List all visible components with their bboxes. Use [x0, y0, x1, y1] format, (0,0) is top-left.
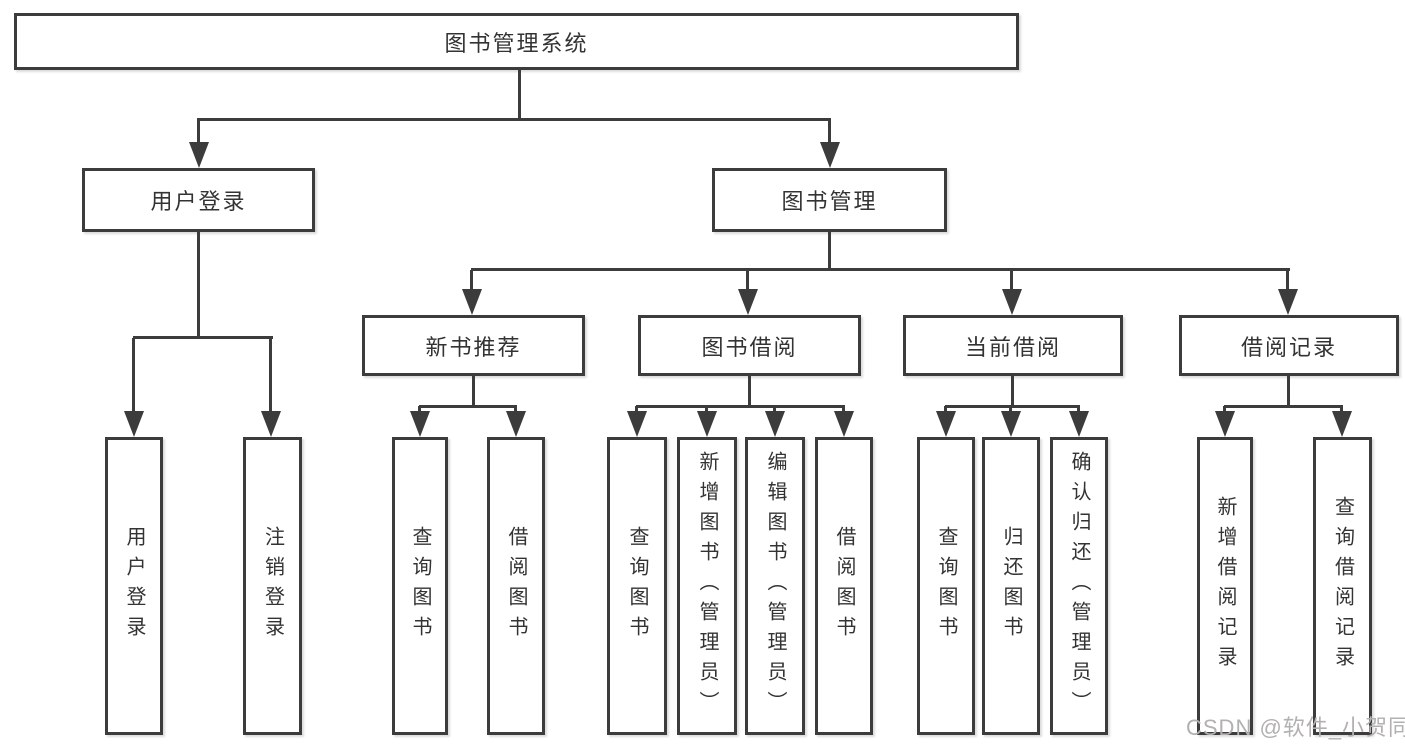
- arrow-down-icon: [462, 289, 482, 315]
- leaf-label: 确认归还（管理员）: [1068, 451, 1090, 721]
- node-current-borrowing: 当前借阅: [903, 315, 1123, 376]
- arrow-down-icon: [189, 142, 209, 168]
- leaf-borrow-books-borrowing: 借阅图书: [815, 437, 873, 735]
- leaf-label: 查询图书: [935, 526, 957, 646]
- connector-line: [471, 268, 1290, 271]
- connector-line: [1011, 376, 1014, 407]
- connector-line: [1287, 376, 1290, 407]
- connector-line: [197, 232, 200, 338]
- node-new-book-recommendation: 新书推荐: [362, 315, 585, 376]
- connector-line: [828, 232, 831, 270]
- leaf-logout-login: 注销登录: [243, 437, 302, 735]
- connector-line: [944, 406, 947, 412]
- arrow-down-icon: [261, 411, 281, 437]
- connector-line: [472, 376, 475, 407]
- arrow-down-icon: [124, 411, 144, 437]
- arrow-down-icon: [834, 411, 854, 437]
- leaf-label: 借阅图书: [505, 526, 527, 646]
- connector-line: [518, 70, 521, 120]
- connector-line: [842, 406, 845, 412]
- connector-line: [418, 406, 421, 412]
- arrow-down-icon: [627, 411, 647, 437]
- connector-line: [470, 270, 473, 291]
- node-book-management: 图书管理: [712, 168, 947, 232]
- arrow-down-icon: [1332, 411, 1352, 437]
- leaf-user-login: 用户登录: [105, 437, 163, 735]
- leaf-return-books: 归还图书: [982, 437, 1040, 735]
- leaf-label: 查询图书: [626, 526, 648, 646]
- leaf-edit-books-admin: 编辑图书（管理员）: [745, 437, 805, 735]
- connector-line: [828, 120, 831, 144]
- arrow-down-icon: [765, 411, 785, 437]
- connector-line: [419, 405, 517, 408]
- connector-line: [705, 406, 708, 412]
- leaf-label: 用户登录: [123, 526, 145, 646]
- leaf-label: 借阅图书: [833, 526, 855, 646]
- leaf-label: 查询借阅记录: [1331, 496, 1354, 676]
- arrow-down-icon: [1001, 411, 1021, 437]
- arrow-down-icon: [506, 411, 526, 437]
- arrow-down-icon: [410, 411, 430, 437]
- connector-line: [635, 406, 638, 412]
- node-book-borrowing: 图书借阅: [638, 315, 861, 376]
- arrow-down-icon: [1069, 411, 1089, 437]
- leaf-label: 新增借阅记录: [1214, 496, 1236, 676]
- leaf-add-books-admin: 新增图书（管理员）: [677, 437, 737, 735]
- arrow-down-icon: [820, 142, 840, 168]
- connector-line: [1286, 270, 1289, 291]
- connector-line: [945, 405, 1080, 408]
- leaf-add-borrow-record: 新增借阅记录: [1197, 437, 1253, 735]
- connector-line: [746, 270, 749, 291]
- arrow-down-icon: [697, 411, 717, 437]
- connector-line: [1077, 406, 1080, 412]
- csdn-watermark: CSDN @软件_小贺同学: [1186, 715, 1405, 740]
- leaf-borrow-books-recommend: 借阅图书: [487, 437, 545, 735]
- arrow-down-icon: [1215, 411, 1235, 437]
- leaf-label: 新增图书（管理员）: [696, 451, 718, 721]
- leaf-query-borrow-record: 查询借阅记录: [1313, 437, 1372, 735]
- leaf-label: 归还图书: [1000, 526, 1022, 646]
- arrow-down-icon: [1278, 289, 1298, 315]
- leaf-label: 编辑图书（管理员）: [764, 451, 786, 721]
- arrow-down-icon: [936, 411, 956, 437]
- node-user-login: 用户登录: [82, 168, 315, 232]
- connector-line: [636, 405, 845, 408]
- leaf-label: 查询图书: [409, 526, 431, 646]
- connector-line: [1223, 406, 1226, 412]
- leaf-confirm-return-admin: 确认归还（管理员）: [1050, 437, 1108, 735]
- connector-line: [514, 406, 517, 412]
- connector-line: [133, 336, 273, 339]
- connector-line: [748, 376, 751, 407]
- leaf-query-books-recommend: 查询图书: [392, 437, 448, 735]
- connector-line: [1340, 406, 1343, 412]
- node-borrowing-records: 借阅记录: [1179, 315, 1399, 376]
- connector-line: [1010, 270, 1013, 291]
- arrow-down-icon: [1002, 289, 1022, 315]
- connector-line: [197, 118, 831, 121]
- connector-line: [773, 406, 776, 412]
- arrow-down-icon: [738, 289, 758, 315]
- leaf-label: 注销登录: [261, 526, 284, 646]
- connector-line: [1224, 405, 1343, 408]
- connector-line: [1009, 406, 1012, 412]
- connector-line: [197, 120, 200, 144]
- connector-line: [132, 338, 135, 412]
- leaf-query-books-borrowing: 查询图书: [607, 437, 667, 735]
- connector-line: [269, 338, 272, 412]
- leaf-query-books-current: 查询图书: [917, 437, 975, 735]
- node-library-management-system: 图书管理系统: [14, 13, 1019, 70]
